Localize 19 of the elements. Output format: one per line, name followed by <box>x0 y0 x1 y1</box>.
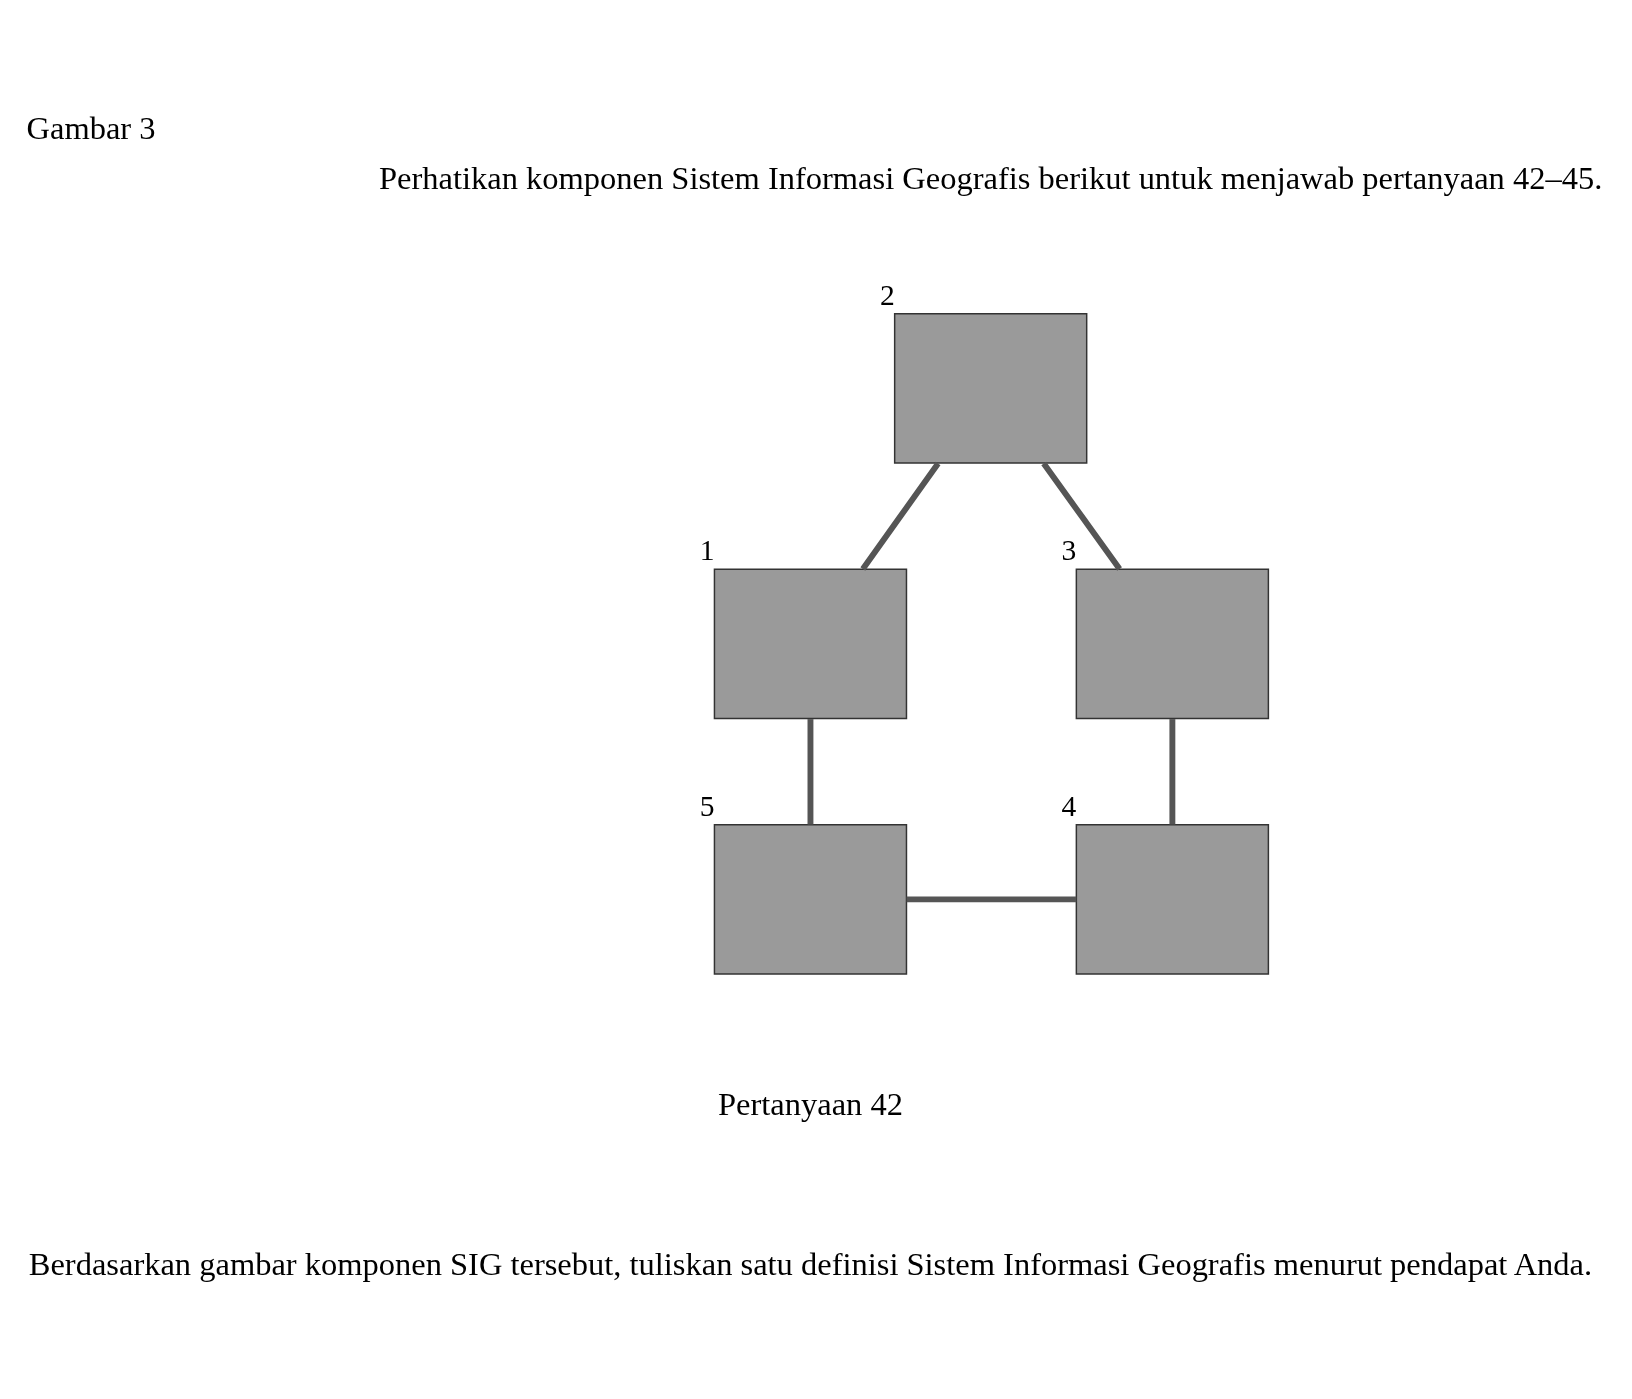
node-label: 4 <box>1061 789 1077 822</box>
label: Perhatikan komponen Sistem Informasi Geografis berikut untuk menjawab pertanyaan 42–45. <box>379 159 1603 196</box>
node-box <box>893 312 1088 464</box>
connector <box>1041 461 1122 571</box>
node-label: 3 <box>1061 533 1077 566</box>
label: Berdasarkan gambar komponen SIG tersebut, tuliskan satu definisi Sistem Informasi Geografis menurut pendapat Anda. <box>28 1245 1593 1282</box>
label: Pertanyaan 42 <box>718 1085 903 1122</box>
connector <box>860 461 941 571</box>
diagram-title: Gambar 3 <box>26 109 156 146</box>
node-box <box>713 823 908 975</box>
node-box <box>1075 823 1270 975</box>
node-label: 1 <box>699 533 715 566</box>
node-box <box>1075 568 1270 719</box>
connector <box>807 718 814 825</box>
connector <box>906 895 1077 902</box>
connector <box>1169 718 1176 825</box>
node-label: 5 <box>699 789 715 822</box>
node-label: 2 <box>879 278 895 311</box>
node-box <box>713 568 908 719</box>
